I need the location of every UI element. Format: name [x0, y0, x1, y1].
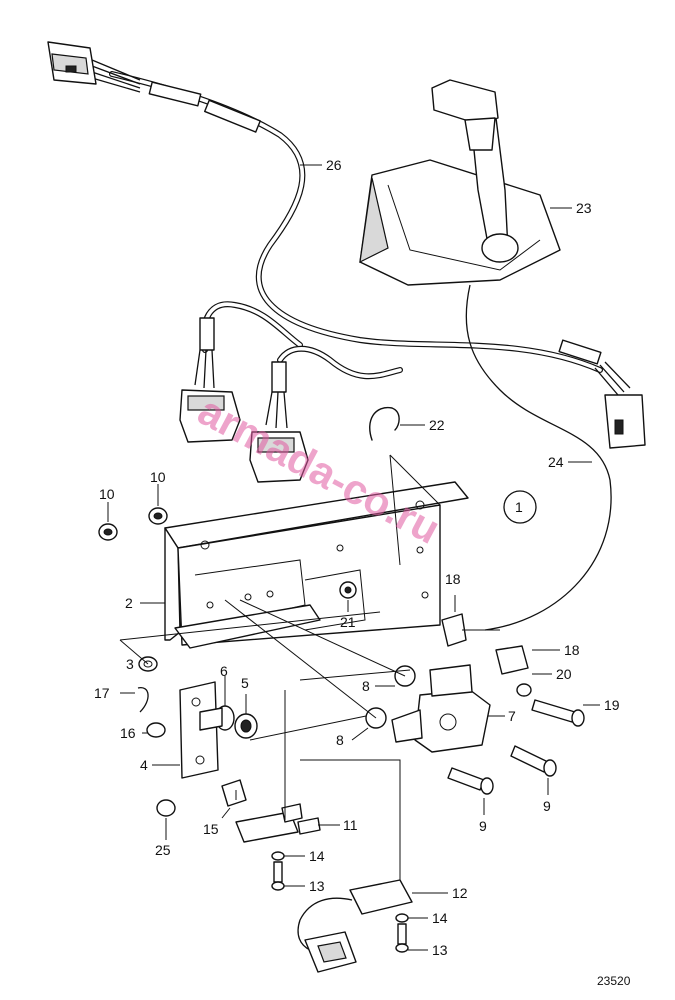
callout-15: 15: [203, 821, 219, 837]
washer-14-upper: [271, 851, 285, 861]
module-12: [297, 879, 413, 951]
callout-3: 3: [126, 656, 134, 672]
callout-7: 7: [508, 708, 516, 724]
bracket-18-upper: [441, 613, 467, 647]
callout-24: 24: [548, 454, 564, 470]
washer-14-lower: [395, 913, 409, 923]
callout-9a: 9: [543, 798, 551, 814]
callout-13a: 13: [309, 878, 325, 894]
callout-23: 23: [576, 200, 592, 216]
switch-11: [235, 803, 321, 843]
screw-13-upper: [271, 861, 285, 891]
control-lever-23: [359, 79, 612, 631]
callout-circle-1: [503, 490, 537, 524]
callout-20: 20: [556, 666, 572, 682]
callout-6: 6: [220, 663, 228, 679]
bolt-21: [339, 581, 357, 599]
callout-11: 11: [343, 817, 358, 833]
callout-13b: 13: [432, 942, 448, 958]
nut-10-left: [98, 523, 118, 541]
assembly-lines: [119, 454, 500, 880]
callout-21: 21: [340, 614, 356, 630]
grommet-5: [234, 713, 258, 739]
sensor-7: [391, 664, 491, 753]
callout-4: 4: [140, 757, 148, 773]
drawing-number: 23520: [597, 974, 631, 988]
washer-16: [146, 722, 166, 738]
bushing-15: [221, 779, 247, 807]
callout-14a: 14: [309, 848, 325, 864]
callout-18a: 18: [445, 571, 461, 587]
callout-18b: 18: [564, 642, 580, 658]
screw-9-right: [510, 745, 557, 777]
callout-8a: 8: [362, 678, 370, 694]
callout-19: 19: [604, 697, 620, 713]
callout-25: 25: [155, 842, 171, 858]
callout-10a: 10: [99, 486, 115, 502]
callout-26: 26: [326, 157, 342, 173]
connector-top-left: [47, 41, 97, 85]
connector-bottom: [304, 931, 357, 973]
callout-5: 5: [241, 675, 249, 691]
screw-19: [531, 699, 585, 727]
callout-16: 16: [120, 725, 136, 741]
callout-8b: 8: [336, 732, 344, 748]
callout-17: 17: [94, 685, 110, 701]
washer-20: [516, 683, 532, 697]
bracket-2: [164, 481, 469, 649]
screw-9-left: [447, 767, 494, 795]
callout-14b: 14: [432, 910, 448, 926]
spring-clip-17: [137, 687, 149, 713]
nut-10-right: [148, 507, 168, 525]
cable-clip-22: [369, 406, 400, 441]
callout-10b: 10: [150, 469, 166, 485]
bracket-18-lower: [495, 645, 529, 675]
connector-right: [558, 339, 646, 449]
leader-lines: [107, 164, 600, 951]
twin-connectors: [179, 301, 403, 483]
callout-22: 22: [429, 417, 445, 433]
callout-12: 12: [452, 885, 468, 901]
callout-1: 1: [515, 499, 523, 515]
nut-25: [156, 799, 176, 817]
bushing-6: [199, 705, 235, 731]
callout-2: 2: [125, 595, 133, 611]
callout-9b: 9: [479, 818, 487, 834]
callout-labels: 1 2 3 4 5 6 7 8 8 9 9 10 10 11 12 13 13 …: [94, 157, 620, 958]
screw-13-lower: [395, 923, 409, 953]
cable-harness-26: [91, 59, 603, 373]
plate-4: [179, 681, 219, 779]
